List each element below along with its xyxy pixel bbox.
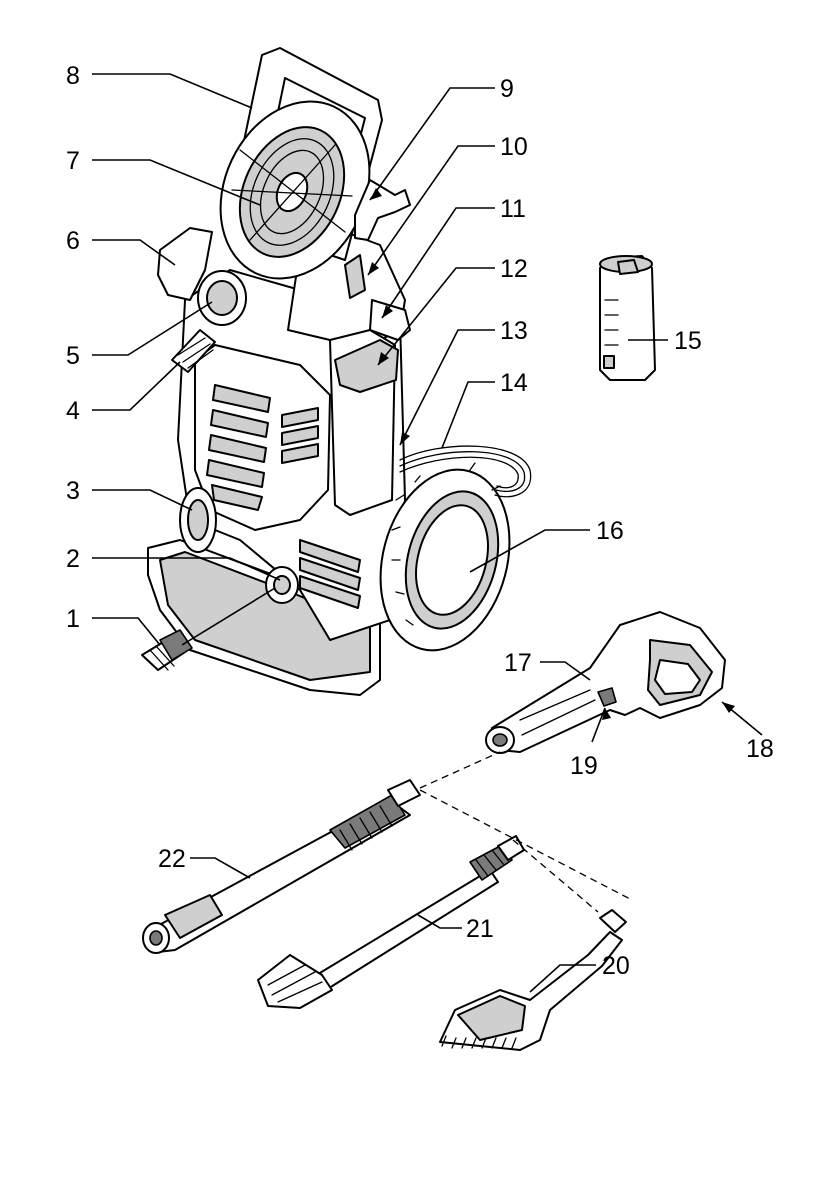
leader-14	[442, 382, 495, 448]
callout-16: 16	[596, 517, 624, 545]
callout-11: 11	[500, 195, 526, 223]
leader-3	[92, 490, 192, 510]
callout-14: 14	[500, 369, 528, 397]
callout-4: 4	[66, 397, 80, 425]
callout-22: 22	[158, 845, 186, 873]
callout-3: 3	[66, 477, 80, 505]
water-inlet-connector	[142, 630, 192, 670]
leader-8	[92, 74, 252, 108]
leader-13	[400, 330, 495, 445]
callout-2: 2	[66, 545, 80, 573]
leader-22	[190, 858, 250, 878]
callout-1: 1	[66, 605, 80, 633]
callout-7: 7	[66, 147, 80, 175]
leader-4	[92, 362, 180, 410]
pressure-regulator-knob	[198, 271, 246, 325]
callout-8: 8	[66, 62, 80, 90]
callout-9: 9	[500, 75, 514, 103]
callout-13: 13	[500, 317, 528, 345]
pressure-washer-unit	[148, 48, 531, 695]
callout-17: 17	[504, 649, 532, 677]
leader-1	[92, 618, 160, 645]
callout-10: 10	[500, 133, 528, 161]
callout-5: 5	[66, 342, 80, 370]
callout-6: 6	[66, 227, 80, 255]
callout-12: 12	[500, 255, 528, 283]
callout-19: 19	[570, 752, 598, 780]
detergent-bottle	[600, 256, 655, 380]
trigger-gun	[486, 612, 725, 753]
callout-15: 15	[674, 327, 702, 355]
callout-20: 20	[602, 952, 630, 980]
callout-18: 18	[746, 735, 774, 763]
callout-21: 21	[466, 915, 494, 943]
